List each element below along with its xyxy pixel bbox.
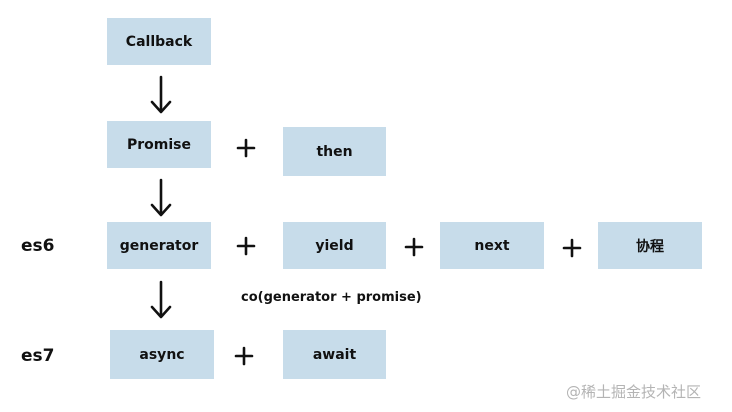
node-async: async xyxy=(110,330,214,379)
label-es7: es7 xyxy=(21,346,55,366)
plus-icon xyxy=(236,138,256,158)
down-arrow-icon xyxy=(150,75,172,114)
node-generator: generator xyxy=(107,222,211,269)
node-yield-label: yield xyxy=(315,237,354,254)
down-arrow-icon xyxy=(150,178,172,217)
plus-icon xyxy=(404,237,424,257)
label-es6: es6 xyxy=(21,236,55,256)
node-yield: yield xyxy=(283,222,386,269)
node-coroutine-label: 协程 xyxy=(636,238,664,255)
node-await: await xyxy=(283,330,386,379)
plus-icon xyxy=(236,236,256,256)
node-next-label: next xyxy=(474,237,510,254)
node-generator-label: generator xyxy=(119,237,199,254)
node-promise: Promise xyxy=(107,121,211,168)
node-callback-label: Callback xyxy=(125,33,193,50)
plus-icon xyxy=(562,238,582,258)
node-async-label: async xyxy=(139,346,185,363)
node-await-label: await xyxy=(312,346,357,363)
node-promise-label: Promise xyxy=(127,136,191,153)
node-then-label: then xyxy=(316,143,353,160)
node-then: then xyxy=(283,127,386,176)
plus-icon xyxy=(234,346,254,366)
node-coroutine: 协程 xyxy=(598,222,702,269)
watermark: @稀土掘金技术社区 xyxy=(566,383,702,401)
node-next: next xyxy=(440,222,544,269)
node-callback: Callback xyxy=(107,18,211,65)
co-annotation: co(generator + promise) xyxy=(241,290,422,305)
down-arrow-icon xyxy=(150,280,172,319)
